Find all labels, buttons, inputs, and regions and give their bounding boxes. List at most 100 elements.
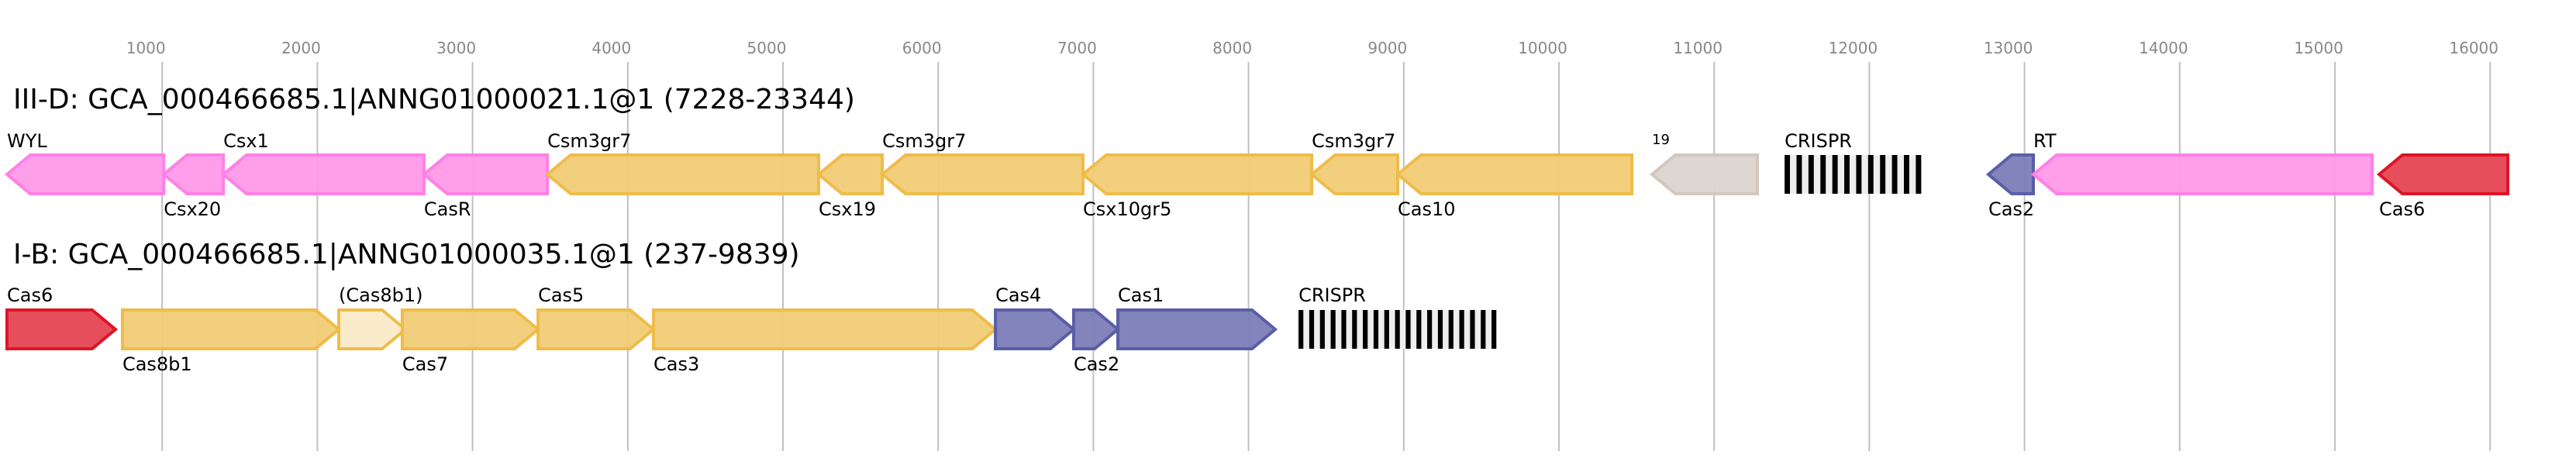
axis-tick-label: 4000 [591, 39, 631, 57]
crispr-repeat [1796, 155, 1802, 194]
gene-arrow[interactable] [1395, 153, 1634, 195]
gene-arrow[interactable] [4, 153, 166, 195]
gene-arrow[interactable] [880, 153, 1085, 195]
gene-arrow[interactable] [1071, 308, 1121, 350]
gene-label: Csm3gr7 [547, 130, 631, 152]
axis-tick-label: 5000 [747, 39, 787, 57]
axis-tick-label: 12000 [1829, 39, 1878, 57]
gene-label: Csx1 [223, 130, 269, 152]
crispr-repeat [1808, 155, 1814, 194]
locus-track-1: WYLCsx20Csx1CasRCsm3gr7Csx19Csm3gr7Csx10… [4, 130, 2510, 220]
locus-title-2: I-B: GCA_000466685.1|ANNG01000035.1@1 (2… [13, 239, 800, 270]
gene-label: 19 [1652, 132, 1670, 148]
gene-label: Cas7 [402, 353, 448, 375]
crispr-repeat [1448, 310, 1454, 349]
crispr-repeat [1319, 310, 1325, 349]
gene-label: Csx20 [164, 198, 221, 220]
gene-arrow[interactable] [536, 308, 657, 350]
crispr-repeat [1405, 310, 1411, 349]
gene-label: Cas6 [2379, 198, 2425, 220]
gene-arrow[interactable] [337, 308, 409, 350]
gene-arrow[interactable] [400, 308, 541, 350]
gene-arrow[interactable] [816, 153, 885, 195]
crispr-repeat [1416, 310, 1422, 349]
axis-tick-label: 13000 [1984, 39, 2033, 57]
crispr-repeat [1437, 310, 1443, 349]
gene-arrow[interactable] [1116, 308, 1278, 350]
crispr-repeat [1309, 310, 1315, 349]
gene-arrow[interactable] [1309, 153, 1399, 195]
gene-arrow[interactable] [220, 153, 426, 195]
crispr-repeat [1481, 310, 1486, 349]
gene-arrow[interactable] [2030, 153, 2374, 195]
gene-label: Csx19 [819, 198, 876, 220]
crispr-repeat [1427, 310, 1433, 349]
crispr-repeat [1330, 310, 1336, 349]
gene-arrow[interactable] [994, 308, 1077, 350]
crispr-spacer-background [1785, 155, 1923, 194]
crispr-array[interactable] [1785, 155, 1923, 194]
locus-title-1: III-D: GCA_000466685.1|ANNG01000021.1@1 … [13, 84, 855, 115]
axis-tick-label: 16000 [2449, 39, 2498, 57]
axis-tick-label: 10000 [1518, 39, 1567, 57]
gene-label: Cas6 [7, 284, 53, 306]
gene-label: RT [2033, 130, 2057, 152]
axis-tick-label: 15000 [2294, 39, 2343, 57]
axis-tick-label: 7000 [1057, 39, 1097, 57]
crispr-repeat [1880, 155, 1886, 194]
gene-arrow[interactable] [120, 308, 342, 350]
axis-tick-label: 9000 [1367, 39, 1407, 57]
gene-label: Cas4 [995, 284, 1041, 306]
gene-label: Cas5 [538, 284, 584, 306]
gene-arrow[interactable] [161, 153, 226, 195]
crispr-repeat [1903, 155, 1909, 194]
crispr-repeat [1459, 310, 1464, 349]
crispr-repeat [1298, 310, 1304, 349]
axis-tick-label: 2000 [281, 39, 321, 57]
gene-arrow[interactable] [1080, 153, 1314, 195]
gene-arrow[interactable] [2376, 153, 2510, 195]
gene-arrow[interactable] [421, 153, 550, 195]
gene-label: Cas2 [1988, 198, 2034, 220]
gene-label: CRISPR [1785, 130, 1852, 152]
gene-label: Cas3 [653, 353, 699, 375]
gene-label: (Cas8b1) [339, 284, 422, 306]
gene-arrow[interactable] [1649, 153, 1760, 195]
gene-label: Cas1 [1118, 284, 1164, 306]
crispr-repeat [1341, 310, 1347, 349]
crispr-repeat [1363, 310, 1368, 349]
gene-arrow[interactable] [652, 308, 998, 350]
axis-tick-label: 11000 [1673, 39, 1723, 57]
gene-arrow[interactable] [1985, 153, 2036, 195]
axis-tick-label: 1000 [126, 39, 166, 57]
gene-arrow[interactable] [544, 153, 821, 195]
axis-tick-label: 6000 [902, 39, 942, 57]
gene-arrow[interactable] [5, 308, 119, 350]
axis-tick-label: 14000 [2139, 39, 2188, 57]
crispr-repeat [1891, 155, 1898, 194]
axis-tick-label: 3000 [436, 39, 476, 57]
crispr-repeat [1384, 310, 1389, 349]
crispr-repeat [1470, 310, 1475, 349]
crispr-repeat [1352, 310, 1357, 349]
crispr-repeat [1867, 155, 1874, 194]
gene-label: CasR [424, 198, 471, 220]
gene-label: Cas8b1 [122, 353, 192, 375]
crispr-repeat [1491, 310, 1497, 349]
crispr-repeat [1373, 310, 1379, 349]
crispr-repeat [1844, 155, 1850, 194]
gene-label: CRISPR [1298, 284, 1366, 306]
gene-label: WYL [7, 130, 47, 152]
crispr-repeat [1395, 310, 1400, 349]
crispr-repeat [1916, 155, 1922, 194]
crispr-array[interactable] [1298, 310, 1497, 349]
gene-label: Cas2 [1074, 353, 1119, 375]
axis-tick-label: 8000 [1212, 39, 1252, 57]
gene-label: Cas10 [1398, 198, 1456, 220]
crispr-repeat [1820, 155, 1826, 194]
gene-label: Csm3gr7 [882, 130, 966, 152]
crispr-repeat [1832, 155, 1838, 194]
axis-tick-labels: 1000 2000 3000 4000 5000 6000 7000 8000 9000 1000… [126, 39, 2498, 57]
